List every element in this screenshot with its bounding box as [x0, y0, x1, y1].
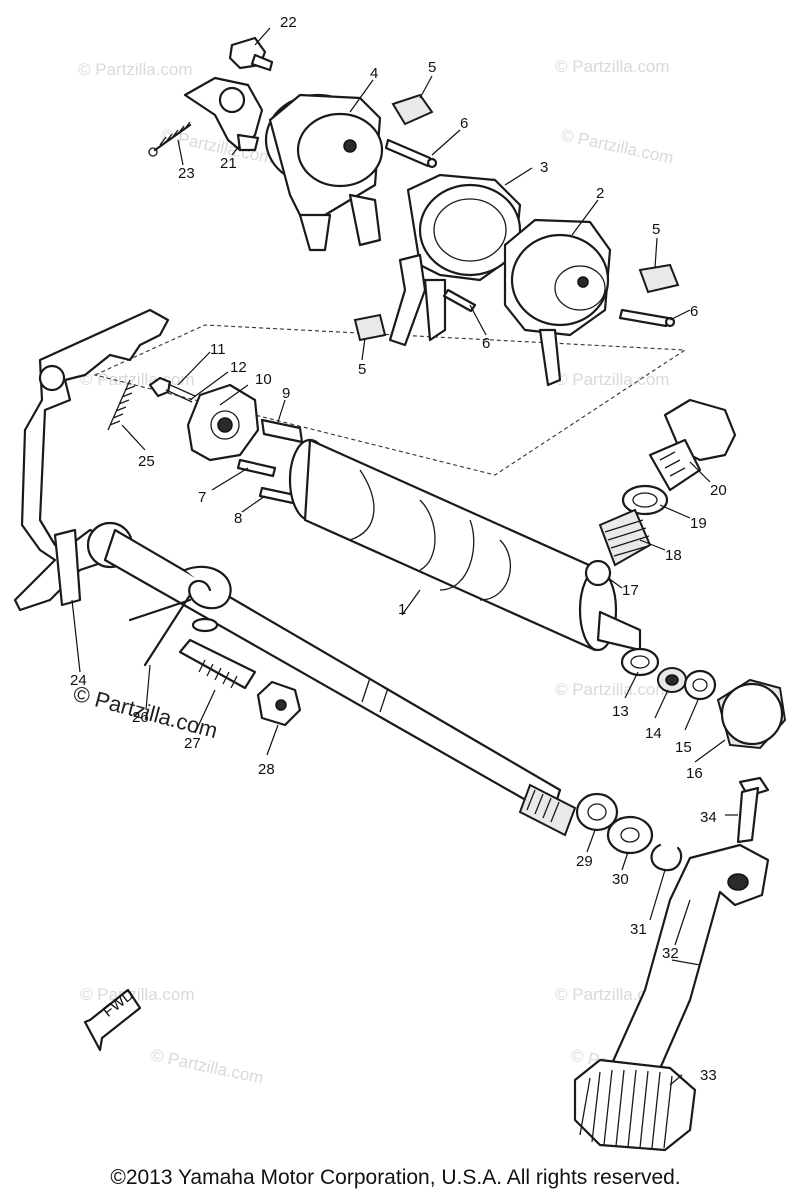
- washer-30: [606, 815, 654, 855]
- callout-29: 29: [576, 853, 593, 870]
- pin-5-mid: [353, 313, 387, 342]
- bolt-20: [648, 398, 737, 492]
- circlip-31: [650, 843, 683, 872]
- callout-13: 13: [612, 703, 629, 720]
- shift-fork-3: [388, 173, 522, 347]
- callout-19: 19: [690, 515, 707, 532]
- callout-8: 8: [234, 510, 242, 527]
- return-spring-26: [128, 565, 232, 667]
- watermark: © Partzilla.com: [149, 1045, 265, 1087]
- callout-15: 15: [675, 739, 692, 756]
- stud-27: [178, 638, 257, 690]
- watermark: © Partzilla.com: [555, 680, 670, 699]
- pin-5-top: [391, 93, 434, 126]
- callout-26: 26: [132, 709, 149, 726]
- callout-11: 11: [210, 341, 226, 358]
- callout-5: 5: [652, 221, 660, 238]
- washer-15: [683, 669, 717, 701]
- callout-17: 17: [622, 582, 639, 599]
- callout-32: 32: [662, 945, 679, 962]
- shift-drum-1: [288, 438, 642, 652]
- watermark: © Partzilla.com: [559, 125, 675, 167]
- callout-22: 22: [280, 14, 297, 31]
- shift-pedal-32: [608, 843, 770, 1087]
- watermark: © Partzilla.com: [78, 60, 193, 79]
- washer-13: [620, 647, 660, 677]
- callout-6: 6: [482, 335, 490, 352]
- callout-28: 28: [258, 761, 275, 778]
- callout-25: 25: [138, 453, 155, 470]
- watermark: © Partzilla.com: [80, 985, 195, 1004]
- callout-3: 3: [540, 159, 548, 176]
- watermark: © Partzilla.com: [80, 370, 195, 389]
- pedal-rubber-33: [573, 1058, 697, 1152]
- callout-5: 5: [428, 59, 436, 76]
- screw-11: [148, 376, 196, 403]
- collar-14: [657, 667, 687, 693]
- callout-34: 34: [700, 809, 717, 826]
- callout-16: 16: [686, 765, 703, 782]
- washer-29: [575, 792, 619, 832]
- callout-30: 30: [612, 871, 629, 888]
- fwd-arrow-icon: FWD: [83, 986, 142, 1052]
- callout-10: 10: [255, 371, 272, 388]
- callout-33: 33: [700, 1067, 717, 1084]
- washer-19: [621, 484, 669, 516]
- ball-17: [584, 559, 612, 587]
- callout-18: 18: [665, 547, 682, 564]
- callout-24: 24: [70, 672, 87, 689]
- callout-31: 31: [630, 921, 647, 938]
- stopper-lever-21: [183, 76, 264, 152]
- bolt-22: [228, 36, 274, 72]
- shift-arm-plate: [13, 308, 170, 612]
- pin-6-top: [384, 138, 438, 169]
- nut-28: [256, 680, 302, 727]
- pin-6-mid: [442, 288, 477, 313]
- spring-23: [148, 121, 192, 157]
- callout-20: 20: [710, 482, 727, 499]
- callout-12: 12: [230, 359, 247, 376]
- watermark: © Partzilla.com: [555, 370, 670, 389]
- callout-1: 1: [398, 601, 406, 618]
- callout-14: 14: [645, 725, 662, 742]
- callout-5: 5: [358, 361, 366, 378]
- callout-2: 2: [596, 185, 604, 202]
- knob-16: [716, 678, 787, 750]
- bolt-34: [736, 776, 770, 844]
- callout-9: 9: [282, 385, 290, 402]
- callout-numbers: 22 4 5 6 3 2 5 6 6 5 23 21 11 12 10 9 25…: [70, 14, 727, 1084]
- copyright-notice: ©2013 Yamaha Motor Corporation, U.S.A. A…: [110, 1166, 681, 1189]
- callout-6: 6: [460, 115, 468, 132]
- spring-25: [107, 379, 136, 431]
- pin-5-right: [638, 263, 680, 294]
- callout-6: 6: [690, 303, 698, 320]
- pin-9: [260, 418, 304, 444]
- star-plate-10: [186, 383, 260, 462]
- shift-fork-2: [503, 218, 612, 387]
- callout-23: 23: [178, 165, 195, 182]
- spring-18: [598, 508, 652, 567]
- shift-fork-4: [264, 93, 384, 252]
- callout-21: 21: [220, 155, 237, 172]
- callout-7: 7: [198, 489, 206, 506]
- pin-6-right: [618, 308, 676, 328]
- pin-7: [236, 458, 277, 478]
- assembly-outline: [93, 324, 687, 476]
- callout-4: 4: [370, 65, 378, 82]
- callout-27: 27: [184, 735, 201, 752]
- watermark: © Partzilla.com: [555, 57, 670, 76]
- leader-lines: [71, 27, 738, 1086]
